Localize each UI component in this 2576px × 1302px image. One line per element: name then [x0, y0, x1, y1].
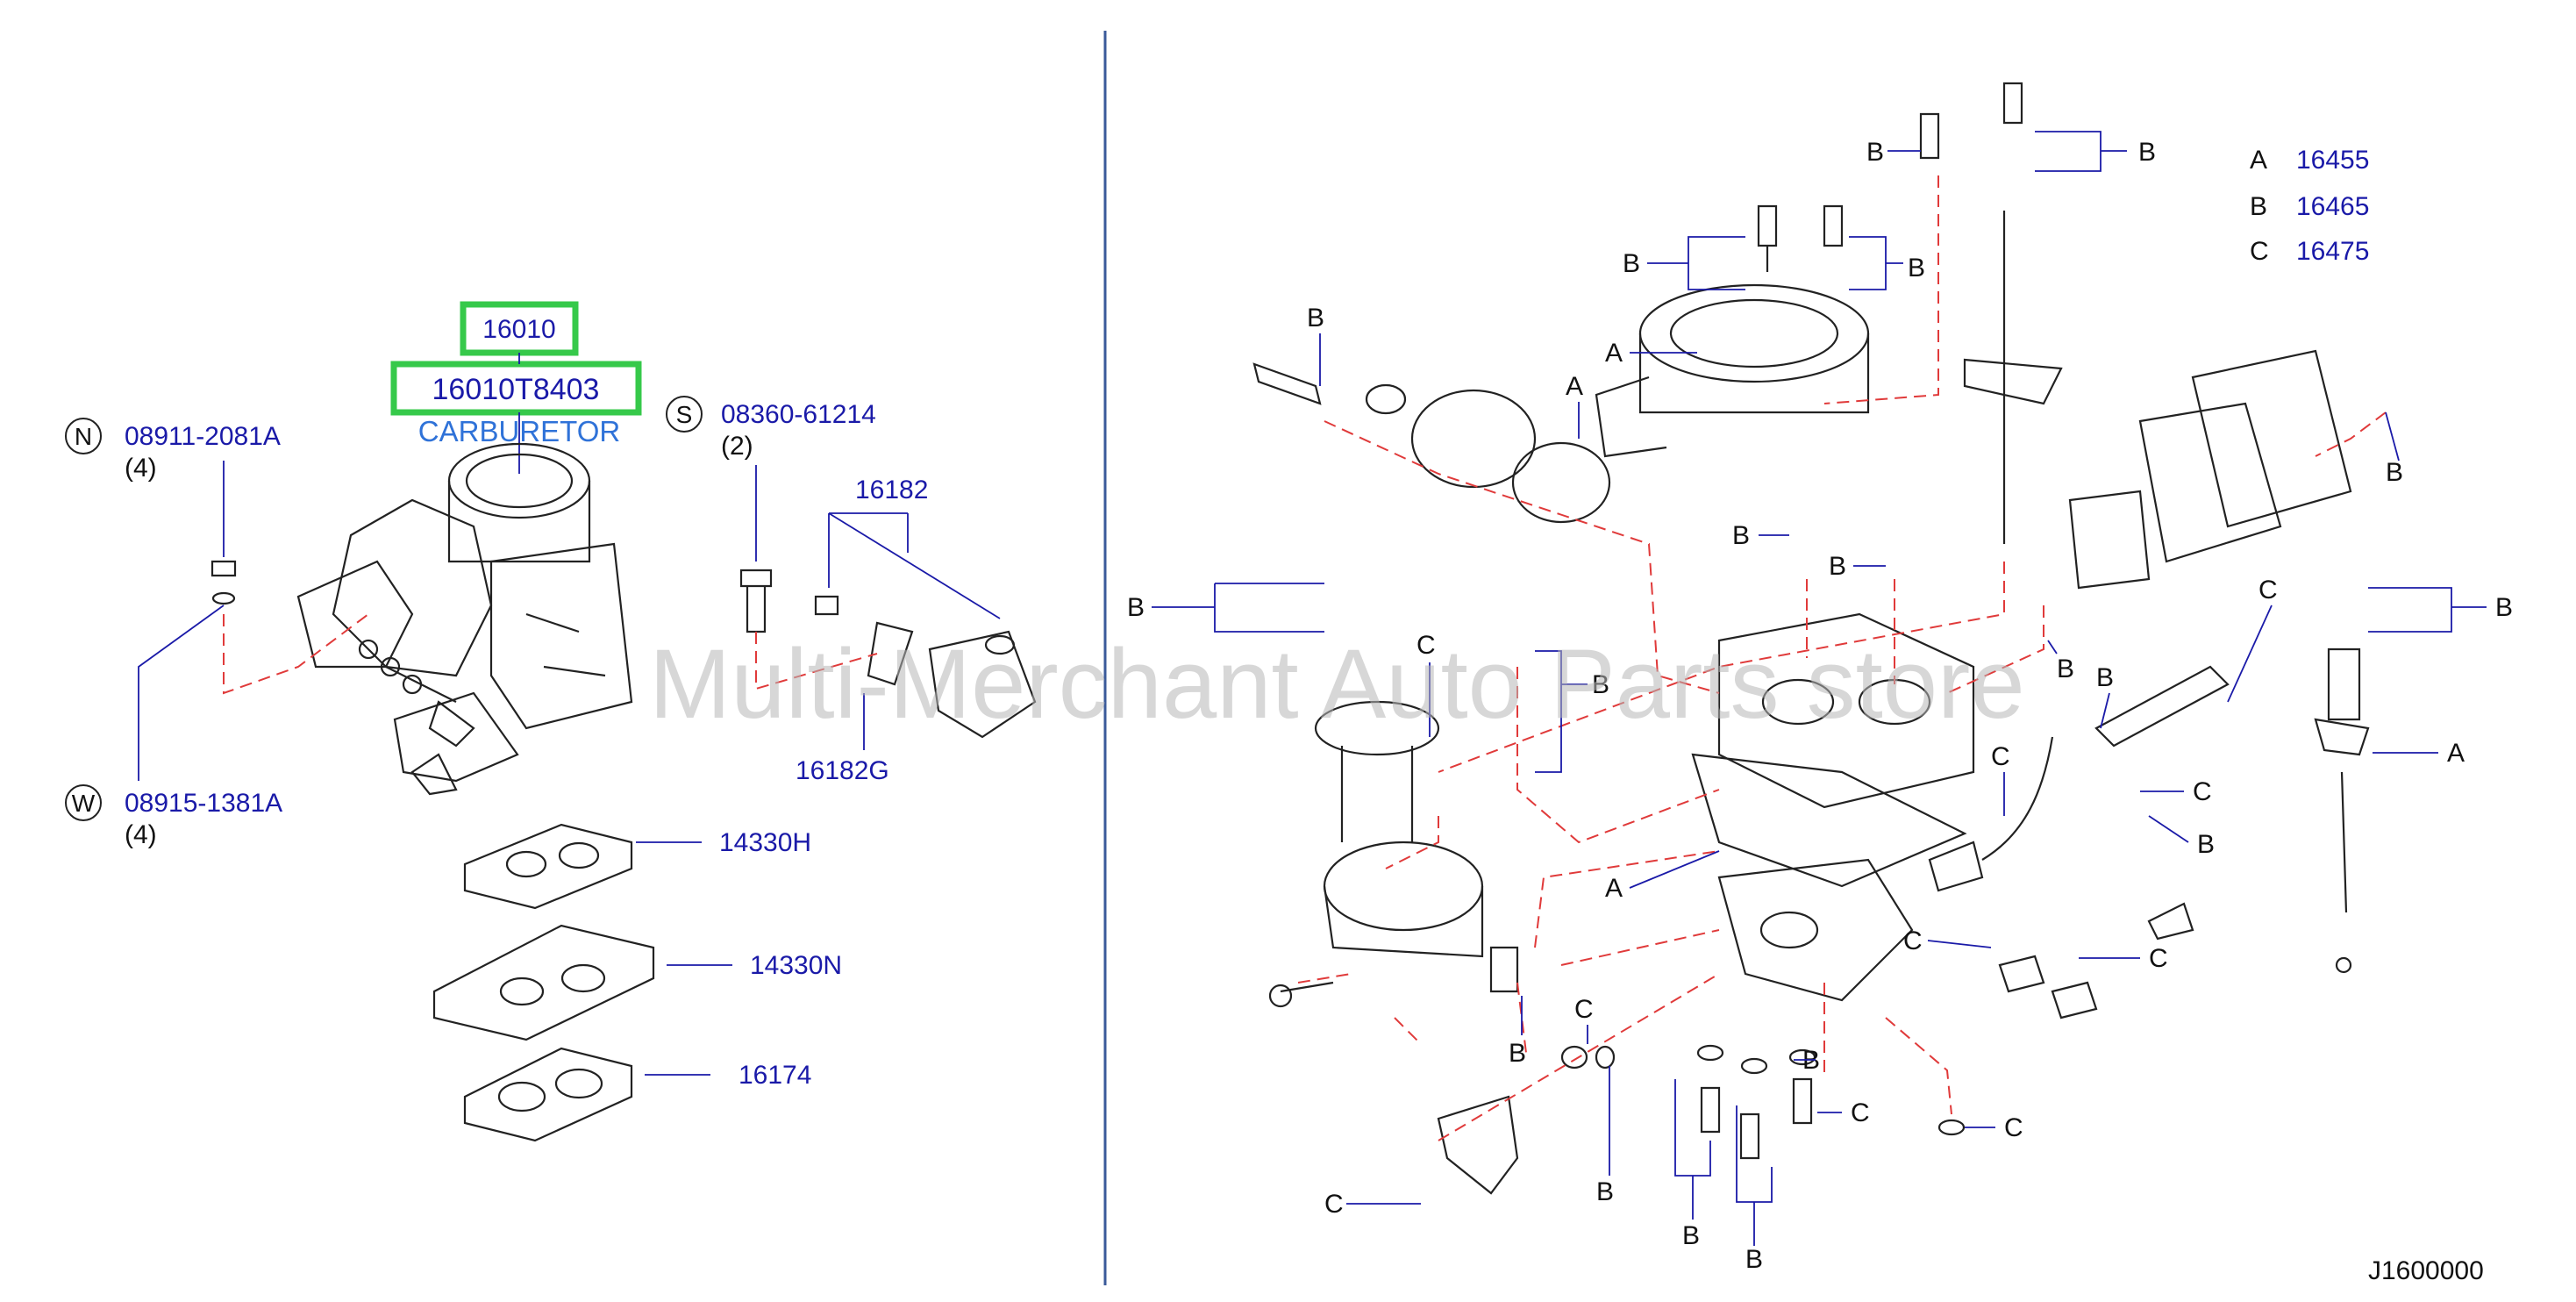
callout-b[interactable]: B	[1732, 521, 1750, 550]
callout-b[interactable]: B	[1745, 1245, 1763, 1274]
callout-c[interactable]: C	[2193, 777, 2212, 806]
callout-c[interactable]: C	[1416, 631, 1436, 660]
legend-part-a[interactable]: 16455	[2296, 146, 2369, 175]
callout-a[interactable]: A	[1605, 874, 1623, 903]
callout-b[interactable]: B	[2057, 655, 2074, 683]
right-panel: A 16455 B 16465 C 16475	[1127, 82, 2513, 1274]
watermark: Multi-Merchant Auto Parts store	[649, 629, 2025, 739]
callout-c[interactable]: C	[2149, 944, 2168, 973]
callout-b[interactable]: B	[1908, 254, 1925, 283]
carburetor-assembly-drawing	[296, 442, 633, 796]
screw-icon	[739, 569, 773, 633]
callout-c[interactable]: C	[1574, 995, 1594, 1024]
legend-key-b: B	[2250, 192, 2267, 221]
callout-b[interactable]: B	[2138, 138, 2156, 167]
callout-b[interactable]: B	[2386, 458, 2403, 487]
screw-qty: (2)	[721, 432, 753, 461]
part-number-16174[interactable]: 16174	[739, 1061, 811, 1090]
legend-key-a: A	[2250, 146, 2267, 175]
nut-qty: (4)	[125, 454, 157, 483]
callout-a[interactable]: A	[2447, 739, 2465, 768]
callout-b[interactable]: B	[1866, 138, 1884, 167]
nut-part-number[interactable]: 08911-2081A	[125, 422, 281, 451]
part-number-16182G[interactable]: 16182G	[796, 756, 889, 785]
callout-a[interactable]: A	[1605, 339, 1623, 368]
washer-symbol: W	[72, 790, 96, 817]
callout-b[interactable]: B	[1682, 1221, 1700, 1250]
callout-c[interactable]: C	[2258, 576, 2278, 604]
nut-symbol: N	[75, 423, 92, 450]
washer-qty: (4)	[125, 820, 157, 849]
part-number-16010T8403[interactable]: 16010T8403	[432, 373, 600, 406]
part-16182-callout: 16182	[755, 476, 1037, 739]
part-number-14330H[interactable]: 14330H	[719, 828, 811, 857]
legend-part-c[interactable]: 16475	[2296, 237, 2369, 266]
callout-b[interactable]: B	[1592, 670, 1609, 699]
callout-b[interactable]: B	[2495, 593, 2513, 622]
diagram-code: J1600000	[2368, 1256, 2484, 1285]
gasket-16174: 16174	[463, 1047, 811, 1142]
gasket-14330N: 14330N	[432, 924, 842, 1041]
washer-part-number[interactable]: 08915-1381A	[125, 789, 282, 818]
nut-icon	[211, 560, 237, 577]
screw-part-number[interactable]: 08360-61214	[721, 400, 876, 429]
part-number-16182[interactable]: 16182	[855, 476, 928, 504]
screw-symbol: S	[676, 401, 693, 428]
callout-c[interactable]: C	[1851, 1098, 1870, 1127]
legend: A 16455 B 16465 C 16475	[2250, 146, 2369, 266]
assembly-guide-lines	[1297, 175, 2387, 1141]
callout-c[interactable]: C	[1903, 926, 1923, 955]
callout-b[interactable]: B	[1596, 1177, 1614, 1206]
callout-b[interactable]: B	[2096, 663, 2114, 692]
callout-b[interactable]: B	[1623, 249, 1640, 278]
callout-c[interactable]: C	[2004, 1113, 2023, 1142]
callout-b[interactable]: B	[1307, 304, 1324, 333]
callout-b[interactable]: B	[1829, 552, 1846, 581]
callout-a[interactable]: A	[1566, 372, 1583, 401]
screw-callout: S 08360-61214 (2)	[666, 396, 876, 633]
callout-b[interactable]: B	[2197, 830, 2215, 859]
washer-icon	[211, 591, 236, 605]
callout-b[interactable]: B	[1127, 593, 1145, 622]
gasket-14330H: 14330H	[463, 823, 811, 910]
part-number-14330N[interactable]: 14330N	[750, 951, 842, 980]
letter-callouts: B B B B A B A B B B C B B B	[1127, 131, 2513, 1274]
highlight-box-16010T8403[interactable]	[390, 361, 642, 416]
carburetor-exploded-drawing	[1252, 82, 2370, 1195]
nut-callout: N 08911-2081A (4)	[65, 418, 281, 605]
callout-c[interactable]: C	[1324, 1190, 1344, 1219]
callout-b[interactable]: B	[1509, 1039, 1526, 1068]
part-number-16010[interactable]: 16010	[482, 315, 555, 344]
left-panel: 16010 16010T8403 CARBURETOR N 08911-2081…	[65, 301, 1037, 1142]
callout-c[interactable]: C	[1991, 742, 2010, 771]
legend-key-c: C	[2250, 237, 2269, 266]
washer-callout: W 08915-1381A (4)	[65, 604, 369, 849]
legend-part-b[interactable]: 16465	[2296, 192, 2369, 221]
